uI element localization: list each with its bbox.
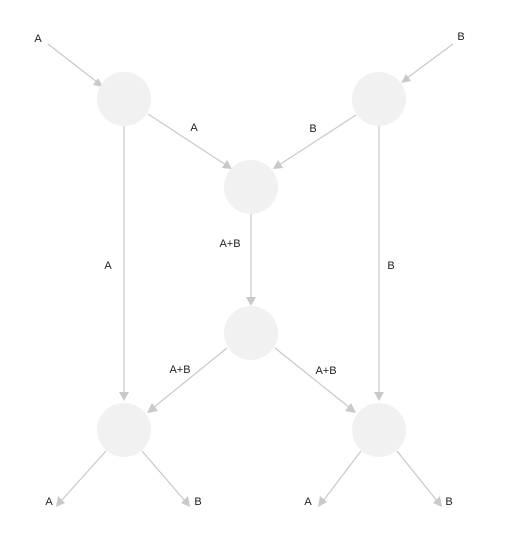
node-bottom-right — [352, 403, 406, 457]
edge-top-left-to-bottom-left — [119, 126, 129, 401]
node-split — [224, 306, 278, 360]
edge-split-to-bottom-left — [147, 347, 228, 413]
edge-split-to-bottom-right — [274, 347, 356, 413]
label-output-4: B — [445, 496, 452, 508]
edge-top-right-to-merge — [273, 114, 357, 169]
edge-bottom-left-to-output-2 — [141, 450, 190, 507]
label-input-a: A — [34, 33, 42, 45]
label-output-2: B — [194, 496, 201, 508]
edge-bottom-right-to-output-4 — [396, 450, 442, 507]
label-output-3: A — [304, 496, 312, 508]
label-split-to-bottom-right: A+B — [315, 365, 336, 377]
label-top-left-to-bottom-left: A — [104, 260, 112, 272]
label-top-left-to-merge: A — [190, 122, 198, 134]
node-top-right — [352, 72, 406, 126]
label-top-right-to-bottom-right: B — [387, 260, 394, 272]
edge-bottom-left-to-output-1 — [56, 450, 107, 507]
edge-input-a-to-top-left — [47, 43, 103, 87]
edge-input-b-to-top-right — [401, 43, 454, 83]
edge-top-left-to-merge — [147, 113, 232, 169]
node-bottom-left — [97, 403, 151, 457]
label-output-1: A — [45, 496, 53, 508]
label-merge-to-split: A+B — [219, 238, 240, 250]
node-merge — [224, 160, 278, 214]
node-top-left — [97, 72, 151, 126]
edge-bottom-right-to-output-3 — [318, 450, 362, 507]
edge-top-right-to-bottom-right — [374, 126, 384, 401]
edge-merge-to-split — [246, 213, 256, 306]
label-top-right-to-merge: B — [309, 123, 316, 135]
label-input-b: B — [457, 31, 464, 43]
label-split-to-bottom-left: A+B — [169, 364, 190, 376]
